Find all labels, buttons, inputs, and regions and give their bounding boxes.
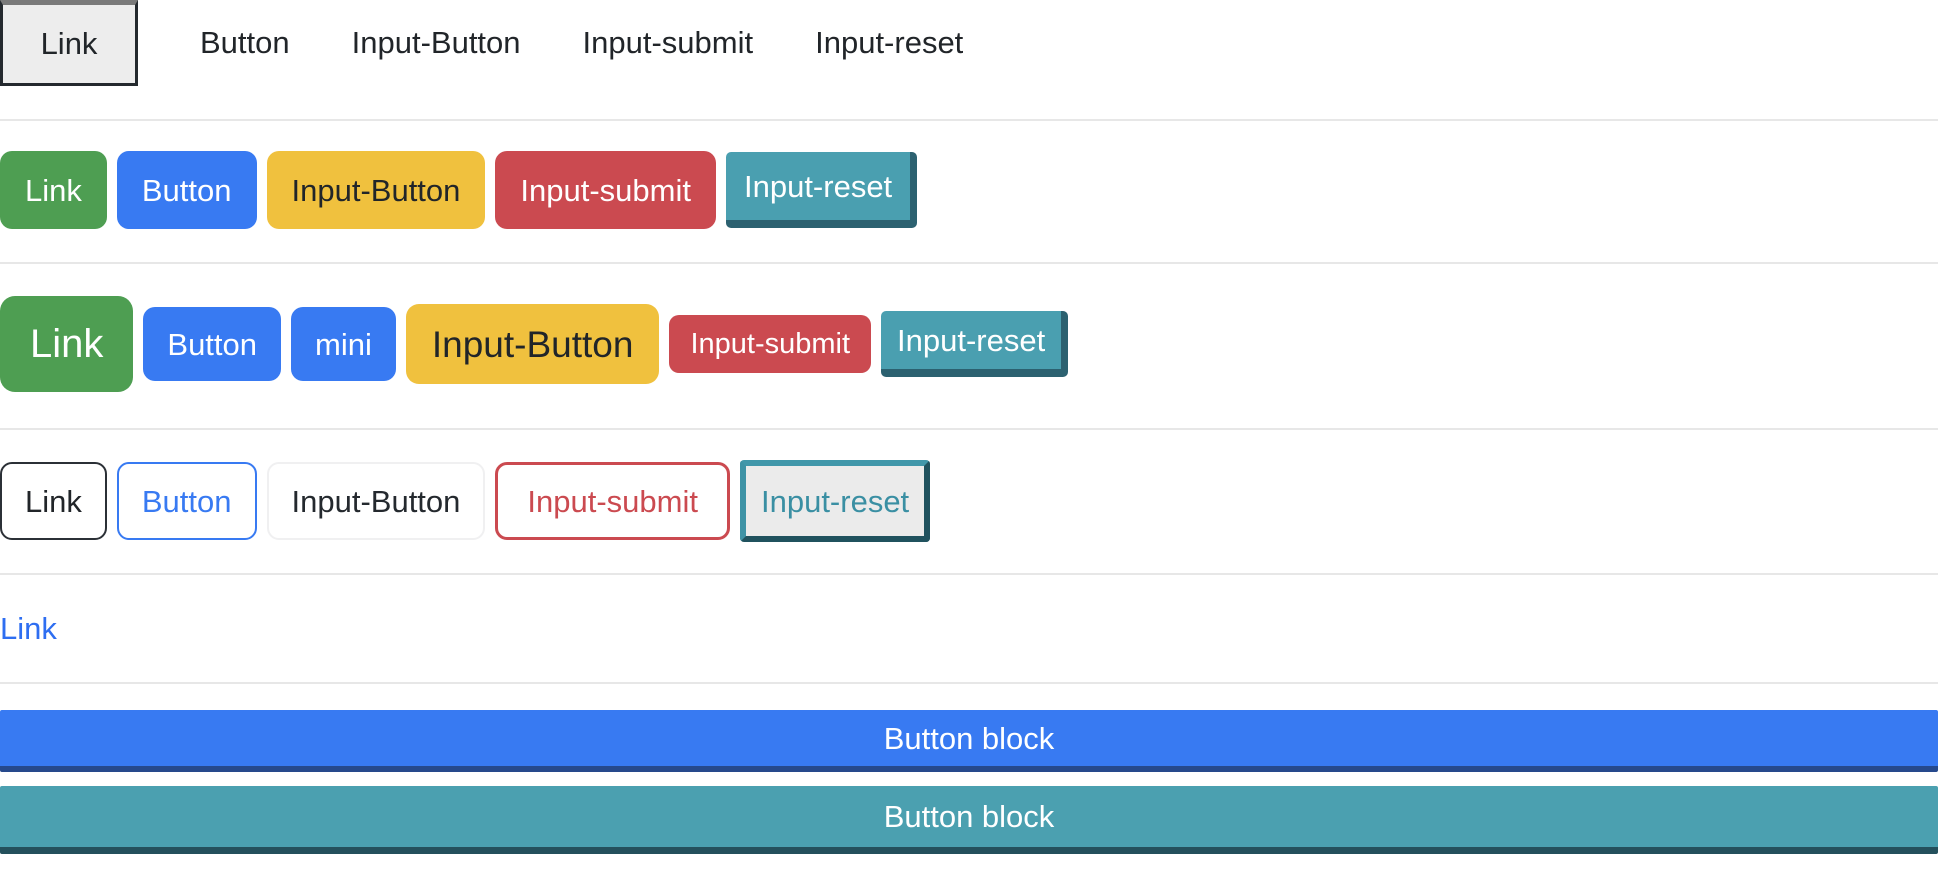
small-input-submit[interactable] <box>669 315 872 373</box>
solid-input-reset[interactable] <box>725 152 918 228</box>
outline-buttons-row: Link Button <box>0 460 1938 542</box>
solid-input-submit[interactable] <box>495 151 716 229</box>
solid-link-button[interactable]: Link <box>0 151 107 229</box>
outline-input-button[interactable] <box>266 462 486 540</box>
focused-link[interactable]: Link <box>0 0 138 86</box>
section-divider <box>0 262 1938 264</box>
solid-button[interactable]: Button <box>116 151 257 229</box>
section-divider <box>0 573 1938 575</box>
solid-buttons-row: Link Button <box>0 151 1938 229</box>
section-bare-controls: Link Button <box>0 0 1938 119</box>
bare-input-reset[interactable] <box>815 25 964 61</box>
medium-button[interactable]: Button <box>143 307 282 381</box>
sized-buttons-row: Link Button mini <box>0 296 1938 392</box>
medium-input-reset[interactable] <box>881 311 1069 377</box>
mini-button[interactable]: mini <box>291 307 396 381</box>
bare-input-submit[interactable] <box>582 25 754 61</box>
large-input-button[interactable] <box>405 304 660 384</box>
outline-input-submit[interactable] <box>495 462 730 540</box>
outline-link-button[interactable]: Link <box>0 462 107 540</box>
section-divider <box>0 119 1938 121</box>
solid-input-button[interactable] <box>266 151 486 229</box>
large-link-button[interactable]: Link <box>0 296 134 392</box>
section-plain-link: Link <box>0 575 1938 682</box>
bare-button[interactable]: Button <box>200 25 290 60</box>
plain-link[interactable]: Link <box>0 611 57 646</box>
block-button-blue[interactable]: Button block <box>0 710 1938 772</box>
section-divider <box>0 682 1938 684</box>
section-sized-buttons: Link Button mini <box>0 264 1938 428</box>
block-button-teal[interactable] <box>0 786 1938 854</box>
section-solid-buttons: Link Button <box>0 121 1938 262</box>
section-divider <box>0 428 1938 430</box>
outline-input-reset[interactable] <box>739 460 931 542</box>
section-outline-buttons: Link Button <box>0 430 1938 573</box>
bare-controls-row: Link Button <box>0 0 1938 86</box>
outline-button[interactable]: Button <box>116 462 257 540</box>
bare-input-button[interactable] <box>351 25 521 61</box>
section-block-buttons: Button block <box>0 684 1938 854</box>
